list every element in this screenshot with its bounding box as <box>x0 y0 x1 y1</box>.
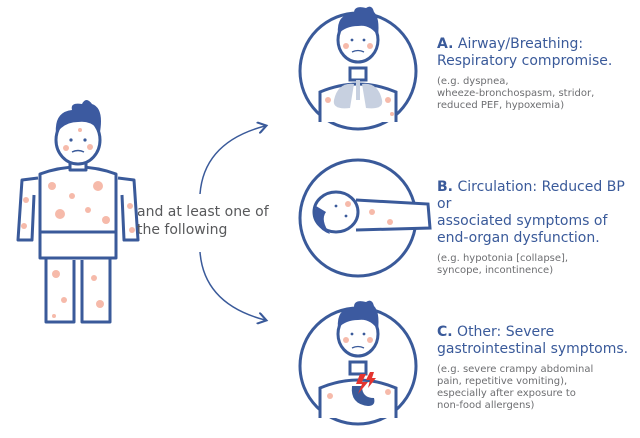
arrow-to-a <box>199 126 265 195</box>
connector-line-1: and at least one of <box>137 204 269 220</box>
criterion-a-title-1: Airway/Breathing: <box>457 36 584 52</box>
circle-a <box>298 6 418 131</box>
criterion-b-examples: (e.g. hypotonia [collapse], syncope, inc… <box>437 253 637 277</box>
arrow-to-c <box>199 251 265 320</box>
criterion-c-examples: (e.g. severe crampy abdominal pain, repe… <box>437 364 637 412</box>
criterion-c-heading: C. Other: Severe gastrointestinal sympto… <box>437 324 637 358</box>
child-figure <box>16 114 140 324</box>
criterion-c-example-line: pain, repetitive vomiting), <box>437 376 568 387</box>
criterion-c: C. Other: Severe gastrointestinal sympto… <box>437 324 637 412</box>
criterion-a: A. Airway/Breathing: Respiratory comprom… <box>437 36 637 112</box>
criterion-c-letter: C. <box>437 324 453 340</box>
criterion-b-example-line: (e.g. hypotonia [collapse], <box>437 253 569 264</box>
stomach-icon <box>351 386 375 406</box>
lungs-icon <box>333 80 383 109</box>
criterion-c-example-line: non-food allergens) <box>437 400 535 411</box>
criterion-a-example-line: reduced PEF, hypoxemia) <box>437 100 565 111</box>
criterion-a-letter: A. <box>437 36 454 52</box>
child-hair <box>55 100 101 134</box>
criterion-b-letter: B. <box>437 179 453 195</box>
criterion-b-title-3: end-organ dysfunction. <box>437 230 600 246</box>
child-face <box>69 138 87 153</box>
criterion-c-title-1: Other: Severe <box>457 324 555 340</box>
criterion-b-title-2: associated symptoms of <box>437 213 608 229</box>
criterion-a-example-line: wheeze-bronchospasm, stridor, <box>437 88 595 99</box>
criterion-c-example-line: (e.g. severe crampy abdominal <box>437 364 594 375</box>
criterion-a-title-2: Respiratory compromise. <box>437 53 613 69</box>
connector-line-2: the following <box>137 222 228 238</box>
circle-c <box>298 300 418 426</box>
criterion-b-example-line: syncope, incontinence) <box>437 265 554 276</box>
criterion-c-example-line: especially after exposure to <box>437 388 576 399</box>
pain-lightning-icon <box>356 372 376 394</box>
connector-text: and at least one of the following <box>137 203 277 239</box>
criterion-b-title-1: Circulation: Reduced BP or <box>437 179 625 212</box>
child-rash <box>21 128 135 318</box>
circle-b <box>298 158 432 278</box>
criterion-c-title-2: gastrointestinal symptoms. <box>437 341 629 357</box>
criterion-b-heading: B. Circulation: Reduced BP or associated… <box>437 179 637 247</box>
criterion-a-example-line: (e.g. dyspnea, <box>437 76 509 87</box>
criterion-a-heading: A. Airway/Breathing: Respiratory comprom… <box>437 36 637 70</box>
criterion-b: B. Circulation: Reduced BP or associated… <box>437 179 637 277</box>
criterion-a-examples: (e.g. dyspnea, wheeze-bronchospasm, stri… <box>437 76 637 112</box>
